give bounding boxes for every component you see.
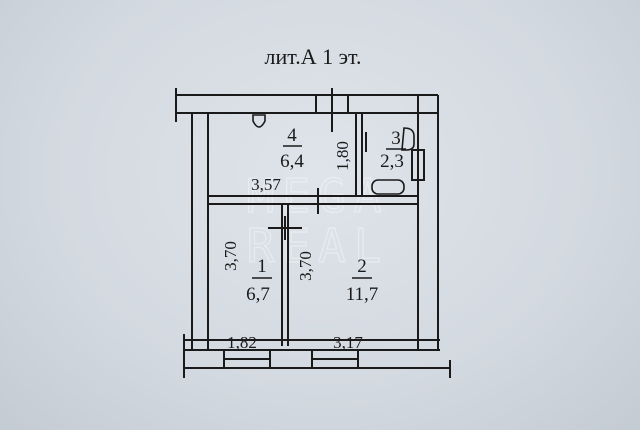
room-1-area: 6,7 bbox=[246, 284, 270, 305]
bottom-left-dimension: 1,82 bbox=[227, 333, 257, 352]
room-2-number: 2 bbox=[357, 256, 367, 277]
walls bbox=[175, 88, 451, 378]
room-1-height: 3,70 bbox=[221, 241, 240, 271]
room-4-area: 6,4 bbox=[280, 151, 304, 172]
plan-title: лит.А 1 эт. bbox=[264, 44, 361, 69]
room-2-height: 3,70 bbox=[296, 251, 315, 281]
room-1-number: 1 bbox=[257, 256, 267, 277]
room-2-area: 11,7 bbox=[346, 284, 379, 305]
room-4-depth: 1,80 bbox=[333, 141, 352, 171]
room-4-number: 4 bbox=[287, 125, 297, 146]
bottom-right-dimension: 3,17 bbox=[333, 333, 363, 352]
bathtub-icon bbox=[371, 179, 405, 195]
toilet-icon bbox=[401, 127, 415, 151]
room-3-number: 3 bbox=[391, 128, 401, 149]
fixtures bbox=[252, 114, 415, 195]
room-4-width: 3,57 bbox=[251, 175, 281, 194]
room-3-area: 2,3 bbox=[380, 151, 404, 172]
sink-icon bbox=[252, 114, 266, 128]
